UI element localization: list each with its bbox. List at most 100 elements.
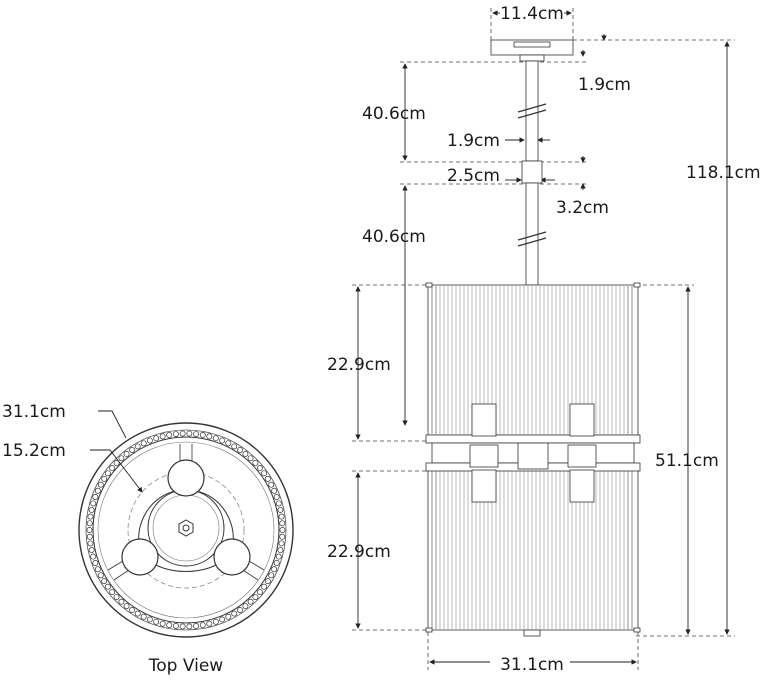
rim-bead (206, 620, 213, 627)
rim-bead (199, 432, 206, 438)
rim-bead (88, 506, 95, 513)
rim-bead (279, 527, 286, 533)
rim-bead (277, 547, 284, 554)
rim-bead (277, 506, 284, 513)
lower-drum-height-label: 22.9cm (327, 542, 391, 562)
coupler-height-label: 3.2cm (556, 198, 609, 218)
rim-bead (146, 437, 153, 444)
rim-bead (140, 440, 147, 447)
rim-bead (153, 618, 160, 625)
rim-bead (247, 455, 254, 462)
canopy-width-label: 11.4cm (500, 4, 564, 24)
rim-bead (166, 622, 173, 628)
rim-bead (193, 431, 200, 437)
socket-cup (213, 538, 251, 576)
rim-bead (109, 589, 116, 595)
rim-bead (199, 622, 206, 628)
rim-bead (86, 527, 93, 533)
hex-nut (178, 519, 194, 537)
extension-lines (352, 8, 735, 670)
rim-bead (123, 603, 130, 609)
rim-bead (92, 494, 99, 500)
rim-bead (140, 613, 147, 620)
rim-bead (268, 572, 275, 579)
canopy-gap-label: 1.9cm (578, 75, 631, 95)
rim-bead (104, 470, 111, 477)
rim-bead (237, 447, 243, 453)
rim-bead (129, 607, 135, 613)
rim-bead (275, 500, 282, 507)
top-view-caption: Top View (148, 656, 224, 676)
rim-bead (153, 435, 160, 442)
rim-bead (261, 470, 268, 477)
rim-bead (278, 513, 285, 520)
rim-bead (179, 623, 186, 630)
rim-bead (219, 616, 226, 623)
rim-bead (256, 465, 263, 471)
rim-bead (101, 578, 108, 585)
rim-bead (134, 443, 141, 450)
rim-bead (86, 520, 93, 527)
rim-bead (264, 475, 271, 482)
rim-bead (86, 533, 93, 540)
rim-bead (225, 440, 232, 447)
rim-bead (193, 623, 200, 629)
rim-bead (242, 451, 249, 457)
rim-bead (123, 451, 130, 457)
dimension-lines (355, 10, 730, 665)
rim-bead (231, 443, 238, 450)
rim-bead (278, 540, 285, 547)
rim-bead (231, 610, 238, 617)
rim-bead (279, 533, 286, 540)
rim-bead (92, 560, 99, 566)
body-width-label: 31.1cm (500, 655, 564, 675)
rim-bead (97, 481, 104, 488)
rim-bead (129, 447, 135, 453)
rim-bead (166, 432, 173, 438)
rim-bead (172, 431, 179, 437)
lamp-top-view (78, 410, 294, 638)
rim-bead (146, 616, 153, 623)
stem-diameter-label: 1.9cm (447, 131, 500, 151)
overall-height-label: 118.1cm (686, 163, 761, 183)
lamp-side-view (425, 39, 641, 637)
rim-bead (87, 540, 94, 547)
socket-cup (167, 459, 205, 497)
rim-bead (273, 494, 280, 500)
rim-bead (219, 437, 226, 444)
rim-bead (268, 481, 275, 488)
rim-bead (252, 460, 259, 466)
rim-bead (97, 572, 104, 579)
rim-bead (279, 520, 286, 527)
rim-bead (94, 566, 101, 573)
rim-bead (186, 430, 193, 437)
rim-bead (212, 618, 219, 625)
rim-bead (159, 620, 166, 627)
top-outer-diameter-label: 31.1cm (2, 402, 66, 422)
rim-bead (90, 500, 97, 507)
rim-bead (206, 433, 213, 440)
rim-bead (212, 435, 219, 442)
top-inner-diameter-label: 15.2cm (2, 441, 66, 461)
rim-bead (275, 553, 282, 560)
rim-bead (273, 560, 280, 566)
rim-bead (237, 607, 243, 613)
rim-bead (134, 610, 141, 617)
rim-bead (113, 460, 120, 466)
upper-drum-height-label: 22.9cm (327, 355, 391, 375)
body-height-label: 51.1cm (655, 451, 719, 471)
rim-bead (88, 547, 95, 554)
rim-bead (256, 589, 263, 595)
rim-bead (261, 583, 268, 590)
rim-bead (101, 475, 108, 482)
rim-bead (247, 598, 254, 605)
rim-bead (172, 623, 179, 629)
upper-stem-length-label: 40.6cm (362, 104, 426, 124)
rim-bead (271, 487, 278, 494)
rim-bead (225, 613, 232, 620)
rim-bead (118, 598, 125, 605)
rim-bead (113, 594, 120, 600)
rim-bead (179, 430, 186, 437)
rim-bead (186, 623, 193, 630)
rim-bead (264, 578, 271, 585)
